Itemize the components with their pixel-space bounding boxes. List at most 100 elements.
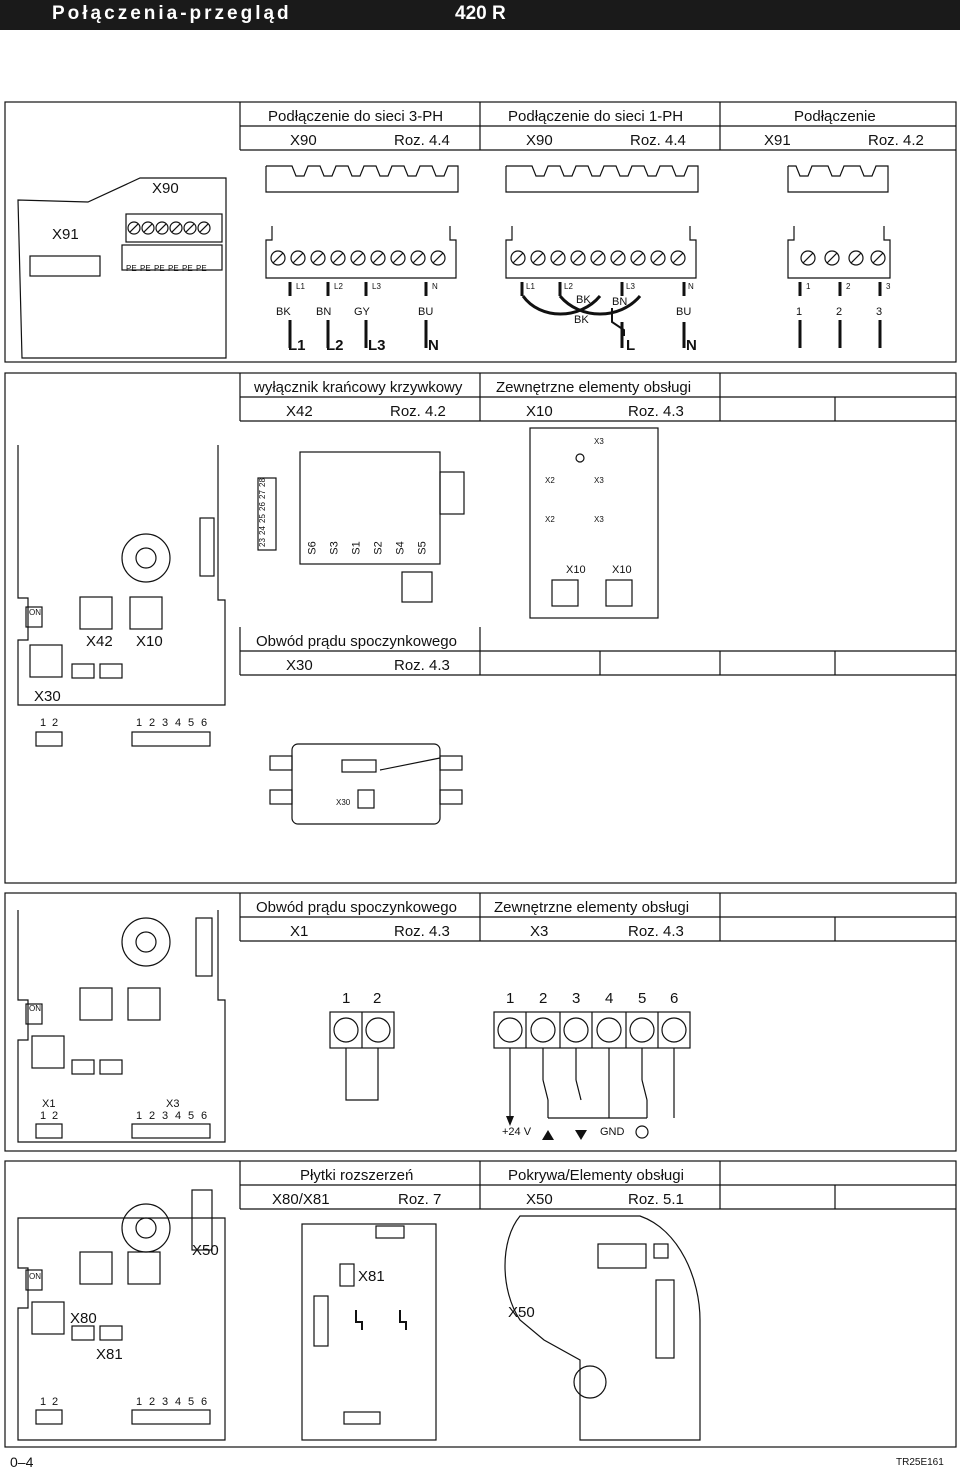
x91-small-1: 1 (806, 282, 811, 291)
ph1-small-l3: L3 (626, 282, 635, 291)
terminal-num: 24 (257, 526, 267, 535)
ph1-small-l1: L1 (526, 282, 535, 291)
conductor-bar (620, 322, 624, 348)
board3-num2: 2 (52, 1110, 59, 1122)
p3-col1-title: Obwód prądu spoczynkowego (256, 899, 457, 916)
conductor-bar (558, 282, 562, 296)
ph3-wire-gy: GY (354, 306, 370, 318)
p4-col1-terminal: X80/X81 (272, 1191, 330, 1208)
conductor-bar (364, 282, 368, 296)
x10-label-b: X10 (612, 564, 632, 576)
p2-col1-ref: Roz. 4.2 (390, 403, 446, 420)
ph1-big-l: L (626, 337, 636, 354)
p3-col2-title: Zewnętrzne elementy obsługi (494, 899, 690, 916)
p1-col2-title: Podłączenie do sieci 1-PH (508, 108, 684, 125)
switch-s2: S2 (372, 541, 385, 555)
p3-col2-ref: Roz. 4.3 (628, 923, 684, 940)
board-label-x91: X91 (52, 226, 79, 243)
cover-x50: X50 (508, 1304, 535, 1321)
board-num-2: 2 (52, 717, 59, 729)
ph3-small-l2: L2 (334, 282, 343, 291)
board3-x3: X3 (166, 1098, 180, 1110)
ph1-wire-bu: BU (676, 306, 692, 318)
x91-mid-1: 1 (796, 306, 803, 318)
conductor-bar (620, 282, 624, 296)
board3-num6: 4 (175, 1110, 182, 1122)
ph1-wire-bk2: BK (574, 314, 589, 326)
ph3-big-n: N (428, 337, 439, 354)
terminal-num: 27 (257, 490, 267, 499)
ph3-big-l1: L1 (288, 337, 306, 354)
ph3-wire-bu: BU (418, 306, 434, 318)
ph3-big-l2: L2 (326, 337, 344, 354)
conductor-bar (288, 282, 292, 296)
conductor-bar (520, 282, 524, 296)
board4-num6: 5 (188, 1396, 195, 1408)
pcb-x90 (17, 177, 227, 359)
switch-s1: S1 (350, 541, 363, 555)
pe-label: PE (196, 264, 207, 273)
x3-label-b: X3 (594, 515, 604, 524)
board4-num6: 4 (175, 1396, 182, 1408)
document-code: TR25E161 (896, 1457, 944, 1468)
x91-small-3: 3 (886, 282, 891, 291)
x1-big-num-1: 1 (342, 990, 351, 1007)
p2-col2-ref: Roz. 4.3 (628, 403, 684, 420)
x3-big-num: 2 (539, 990, 548, 1007)
plus24-label: +24 V (502, 1126, 532, 1138)
switch-s4: S4 (394, 541, 407, 555)
x3-big-num: 1 (506, 990, 515, 1007)
conductor-bar (798, 282, 802, 296)
board-num6: 6 (201, 717, 208, 729)
p3-col2-terminal: X3 (530, 923, 549, 940)
pe-label: PE (140, 264, 151, 273)
page-title: Połączenia-przegląd (52, 3, 292, 24)
pe-label: PE (182, 264, 193, 273)
p3-col1-ref: Roz. 4.3 (394, 923, 450, 940)
p1-col1-title: Podłączenie do sieci 3-PH (268, 108, 444, 125)
board-label-x30: X30 (34, 688, 61, 705)
switch-s6: S6 (306, 541, 319, 555)
board-num6: 2 (149, 717, 156, 729)
conductor-bar (838, 320, 842, 348)
p2-col1-terminal: X42 (286, 403, 313, 420)
p4-col1-title: Płytki rozszerzeń (300, 1167, 414, 1184)
p1-col1-ref: Roz. 4.4 (394, 132, 450, 149)
conductor-bar (288, 320, 292, 348)
terminal-num: 28 (257, 478, 267, 487)
p1-col2-ref: Roz. 4.4 (630, 132, 686, 149)
board4-x50: X50 (192, 1242, 219, 1259)
board4-num6: 1 (136, 1396, 143, 1408)
p1-col3-terminal: X91 (764, 132, 791, 149)
board4-x81: X81 (96, 1346, 123, 1363)
board4-num2: 1 (40, 1396, 47, 1408)
board3-num6: 5 (188, 1110, 195, 1122)
conductor-bar (326, 320, 330, 348)
x3-big-num: 5 (638, 990, 647, 1007)
p2-sub-terminal: X30 (286, 657, 313, 674)
board3-num6: 3 (162, 1110, 169, 1122)
pe-label: PE (126, 264, 137, 273)
pe-label: PE (154, 264, 165, 273)
x91-small-2: 2 (846, 282, 851, 291)
p4-col1-ref: Roz. 7 (398, 1191, 442, 1208)
board4-on-label: ON (29, 1272, 41, 1281)
p3-col1-terminal: X1 (290, 923, 309, 940)
conductor-bar (326, 282, 330, 296)
p1-col2-terminal: X90 (526, 132, 553, 149)
x1-big-num-2: 2 (373, 990, 382, 1007)
ph3-small-l1: L1 (296, 282, 305, 291)
conductor-bar (838, 282, 842, 296)
ph1-small-n: N (688, 282, 694, 291)
box-x30-label: X30 (336, 798, 351, 807)
board-num6: 4 (175, 717, 182, 729)
p4-col2-title: Pokrywa/Elementy obsługi (508, 1167, 684, 1184)
x3-label-a: X3 (594, 476, 604, 485)
board-label-x10: X10 (136, 633, 163, 650)
ph3-wire-bk: BK (276, 306, 291, 318)
x2-label-b: X2 (545, 515, 555, 524)
x2-label-a: X2 (545, 476, 555, 485)
terminal-num: 26 (257, 502, 267, 511)
board-label-x90: X90 (152, 180, 179, 197)
